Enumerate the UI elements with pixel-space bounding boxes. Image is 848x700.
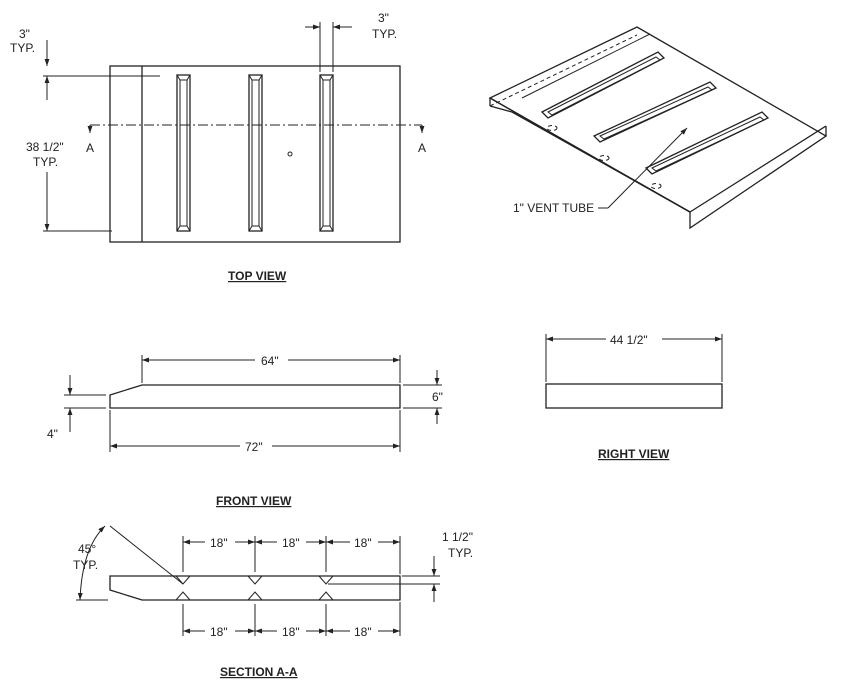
dim-label: 18" — [354, 536, 372, 550]
leader-line — [607, 127, 688, 209]
dim-label: 18" — [282, 625, 300, 639]
view-title: RIGHT VIEW — [598, 447, 670, 461]
dim-label: TYP. — [73, 558, 98, 572]
top-vent-slot — [248, 74, 263, 232]
dim-label: 72" — [245, 440, 263, 454]
angle-extension — [109, 525, 184, 585]
view-title: FRONT VIEW — [216, 494, 292, 508]
top-vent-slot — [176, 74, 191, 232]
dim-label: TYP. — [10, 41, 35, 55]
iso-hidden-hole — [546, 125, 558, 131]
top-vent-slot — [319, 74, 334, 232]
iso-hidden-hole — [650, 183, 662, 189]
dim-label: 45° — [78, 542, 96, 556]
dim-label: TYP. — [372, 27, 397, 41]
iso-edge — [489, 97, 691, 213]
view-title: TOP VIEW — [228, 269, 287, 283]
iso-edge — [489, 105, 513, 113]
top-view-outline — [109, 65, 401, 243]
vent-tube-label: 1" VENT TUBE — [513, 201, 594, 215]
iso-vent-slot — [592, 81, 718, 143]
section-notch — [318, 591, 334, 601]
top-view: A A 3" TYP. 38 1/2" TYP. 3" TYP. TOP VIE… — [10, 11, 426, 283]
dim-label: TYP. — [33, 155, 58, 169]
dim-label: 18" — [210, 625, 228, 639]
section-notch — [175, 591, 191, 601]
front-view: 64" 72" 6" 4" FRONT VIEW — [47, 354, 443, 508]
dim-label: 4" — [47, 427, 58, 441]
iso-hidden-edge — [489, 34, 638, 107]
front-view-outline — [109, 384, 401, 409]
dim-label: 3" — [19, 27, 30, 41]
dim-label: 44 1/2" — [610, 333, 648, 347]
section-a-a: 45° TYP. 18" 18" 18" 18" 18" 18" — [73, 525, 473, 679]
dim-label: 38 1/2" — [26, 140, 64, 154]
section-label-right: A — [418, 141, 426, 155]
section-notch — [247, 575, 263, 585]
iso-taper-line — [521, 33, 651, 99]
right-view: 44 1/2" RIGHT VIEW — [545, 333, 723, 461]
vent-tube-hole — [287, 151, 293, 157]
iso-vent-slot — [644, 111, 770, 175]
dim-label: 1 1/2" — [442, 530, 473, 544]
section-notch — [247, 591, 263, 601]
iso-edge — [689, 125, 827, 213]
section-notch — [318, 575, 334, 585]
section-outline — [109, 575, 401, 601]
dim-label: 3" — [378, 11, 389, 25]
angle-arc — [77, 525, 106, 601]
dim-label: 18" — [354, 625, 372, 639]
dim-label: 18" — [210, 536, 228, 550]
section-label-left: A — [86, 141, 94, 155]
iso-vent-slot — [540, 51, 666, 119]
iso-hidden-hole — [598, 155, 610, 161]
right-view-outline — [545, 383, 723, 409]
dim-label: TYP. — [448, 546, 473, 560]
dim-label: 18" — [282, 536, 300, 550]
isometric-view: 1" VENT TUBE — [488, 26, 828, 230]
dim-label: 6" — [432, 390, 443, 404]
view-title: SECTION A-A — [220, 665, 298, 679]
dim-label: 64" — [261, 354, 279, 368]
